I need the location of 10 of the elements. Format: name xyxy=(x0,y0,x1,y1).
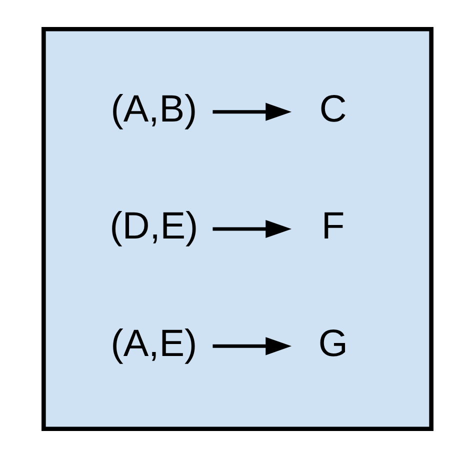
arrow xyxy=(212,220,292,238)
node-text: (A,E) xyxy=(110,322,197,365)
node-text: F xyxy=(321,206,344,248)
node-text: (D,E) xyxy=(109,206,198,248)
node-text: G xyxy=(318,322,348,365)
arrow xyxy=(212,102,292,121)
node-text: C xyxy=(318,88,346,130)
arrow xyxy=(212,337,292,356)
cluster xyxy=(41,27,433,431)
node-text: (A,B) xyxy=(110,88,197,130)
